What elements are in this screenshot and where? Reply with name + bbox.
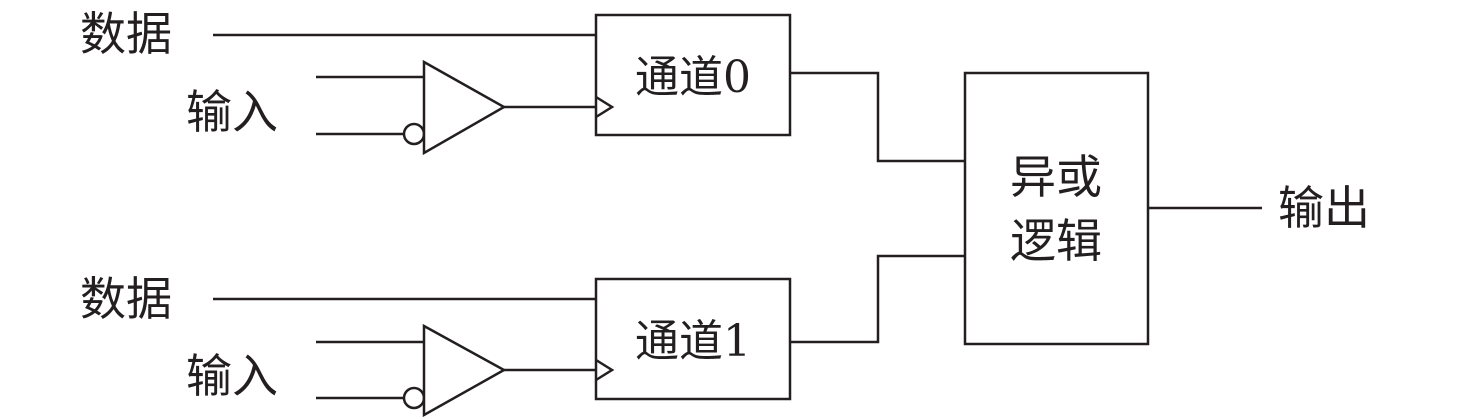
channel-1-data-label: 数据 bbox=[80, 272, 172, 326]
xor-label-line-2: 逻辑 bbox=[1010, 214, 1102, 268]
channel-0-clock-marker bbox=[595, 95, 615, 119]
channel-0-box bbox=[594, 13, 792, 137]
xor-label-line-1: 异或 bbox=[1010, 150, 1102, 204]
xor-logic-box bbox=[963, 71, 1150, 346]
channel-1-box bbox=[594, 277, 792, 401]
channel-1-group: 数据 输入 通道1 bbox=[80, 254, 965, 418]
channel-1-input-label: 输入 bbox=[186, 349, 278, 403]
channel-0-box-label: 通道0 bbox=[635, 52, 751, 103]
channel-1-inversion-bubble bbox=[402, 386, 426, 410]
channel-0-input-label: 输入 bbox=[186, 85, 278, 139]
channel-0-inversion-bubble bbox=[402, 122, 426, 146]
channel-1-clock-marker bbox=[595, 358, 615, 382]
channel-1-to-xor-wire bbox=[790, 254, 965, 344]
channel-0-comparator-triangle bbox=[422, 59, 507, 156]
channel-1-box-label: 通道1 bbox=[635, 316, 751, 367]
channel-0-to-xor-wire bbox=[790, 71, 965, 163]
xor-block-group: 异或 逻辑 输出 bbox=[963, 71, 1370, 346]
channel-1-comparator-triangle bbox=[422, 323, 507, 418]
channel-0-data-label: 数据 bbox=[80, 7, 172, 61]
output-label: 输出 bbox=[1278, 181, 1370, 235]
channel-0-group: 数据 输入 通道0 bbox=[80, 7, 965, 163]
